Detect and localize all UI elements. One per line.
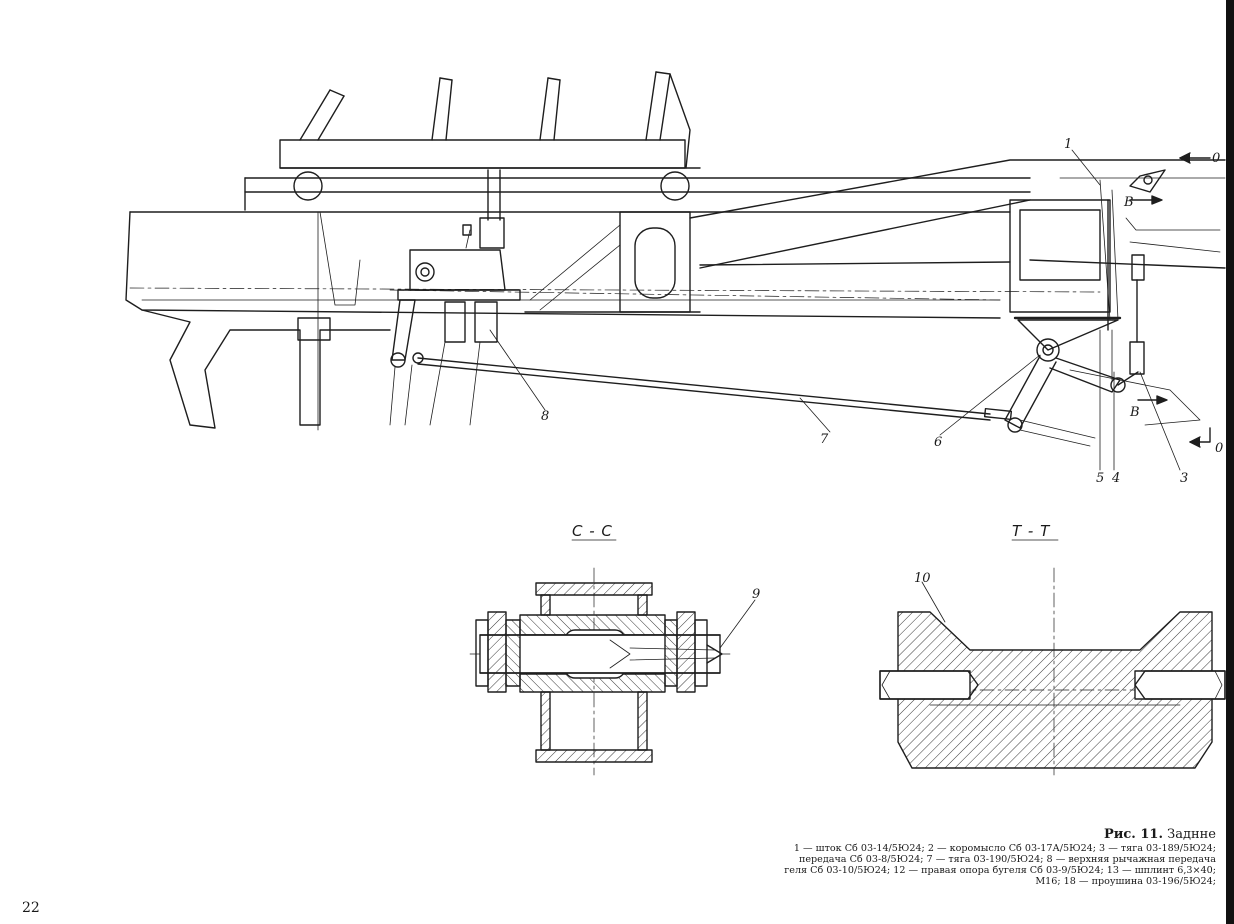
caption-line: геля Сб 03-10/5Ю24; 12 — правая опора бу… — [784, 865, 1216, 876]
callout-4: 4 — [1111, 471, 1120, 486]
callout-9: 9 — [752, 587, 760, 602]
side-view: 1 3 4 5 6 7 8 9 10 B B 0 0 — [125, 71, 1226, 649]
rear-lever-assembly — [1004, 169, 1221, 447]
callout-3: 3 — [1180, 471, 1188, 486]
callouts: 1 3 4 5 6 7 8 9 10 B B 0 0 — [541, 137, 1223, 602]
section-cc-title: C - C — [572, 522, 613, 540]
right-crossmember — [1009, 179, 1122, 321]
section-markers — [1129, 152, 1211, 448]
leader-lines — [489, 149, 1181, 649]
section-tt-title: T - T — [1012, 522, 1051, 540]
top-railing — [279, 71, 701, 201]
section-tt: T - T — [879, 522, 1226, 776]
callout-5: 5 — [1096, 471, 1104, 486]
caption-title-text: Заднне — [1162, 827, 1216, 842]
callout-7: 7 — [820, 432, 829, 447]
upper-lever-assembly — [389, 169, 521, 426]
page-edge-rule — [1226, 0, 1234, 924]
section-mark-b-lower: B — [1129, 405, 1140, 420]
center-crossmember — [524, 211, 701, 313]
callout-10: 10 — [914, 571, 931, 586]
caption-line: 1 — шток Сб 03-14/5Ю24; 2 — коромысло Сб… — [793, 843, 1216, 854]
pull-rod — [417, 357, 1013, 421]
page-number: 22 — [22, 900, 40, 916]
figure-caption: Рис. 11. Заднне 1 — шток Сб 03-14/5Ю24; … — [696, 826, 1216, 887]
callout-6: 6 — [934, 435, 942, 450]
frame-beams — [125, 159, 1226, 319]
section-mark-b-upper: B — [1123, 195, 1134, 210]
callout-1: 1 — [1064, 137, 1072, 152]
caption-line: передача Сб 03-8/5Ю24; 7 — тяга 03-190/5… — [798, 854, 1216, 865]
section-mark-o-upper: 0 — [1212, 151, 1220, 166]
centerlines — [129, 287, 1101, 301]
callout-8: 8 — [541, 409, 549, 424]
left-end-casting — [141, 211, 391, 431]
section-mark-o-lower: 0 — [1215, 441, 1223, 456]
caption-figure-number: Рис. 11. — [1103, 827, 1163, 842]
section-cc: C - C — [469, 522, 731, 776]
caption-line: М16; 18 — проушина 03-196/5Ю24; — [1035, 876, 1216, 887]
caption-title: Рис. 11. Заднне — [696, 826, 1216, 843]
